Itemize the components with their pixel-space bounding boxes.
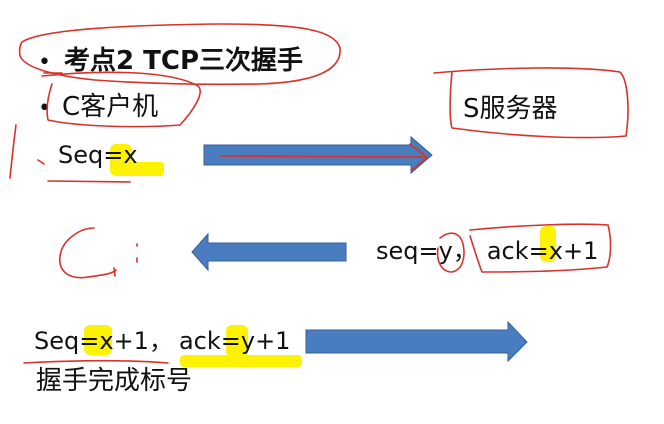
arrow-right-ack-icon	[305, 320, 528, 363]
arrow-right-syn-icon	[203, 135, 433, 175]
step3-ack-var: y	[240, 327, 256, 355]
slide-title: 考点2 TCP三次握手	[64, 46, 304, 76]
seq-underline-mark	[47, 180, 131, 183]
step2-seq-prefix: seq=	[376, 237, 439, 265]
server-label: S服务器	[463, 94, 558, 124]
step3-seq-var: x	[99, 327, 114, 355]
step3-ack-suffix: +1	[255, 327, 291, 355]
step1-prefix: Seq=	[58, 141, 124, 169]
step3-sep: ，	[148, 327, 173, 355]
step2-seq-var: y	[438, 237, 453, 265]
step2-ack-var: x	[548, 237, 563, 265]
step2-sep: ，	[452, 237, 477, 265]
step2-ack-prefix: ack=	[486, 237, 549, 265]
step3-seq-suffix: +1	[113, 327, 149, 355]
left-vertical-mark	[9, 124, 17, 179]
highlight-step3-underline	[180, 355, 302, 367]
highlight-step3-x	[84, 325, 112, 355]
arrow1-trace-mark	[219, 143, 428, 171]
title-bullet: •	[38, 50, 51, 75]
highlight-step3-y	[226, 325, 248, 357]
handshake-complete-label: 握手完成标号	[36, 366, 193, 396]
client-label: C客户机	[62, 92, 159, 122]
client-bullet: •	[38, 96, 51, 121]
step3-ack-prefix: ack=	[178, 327, 241, 355]
step3-underline-mark	[23, 359, 169, 364]
arrow-left-synack-icon	[191, 232, 347, 272]
client-c-mark	[59, 227, 117, 279]
seq-tick-mark	[37, 159, 45, 165]
step3-text: Seq=x+1，ack=y+1	[34, 326, 290, 356]
step1-var: x	[123, 141, 138, 169]
step2-ack-suffix: +1	[562, 237, 599, 265]
step3-seq-prefix: Seq=	[34, 327, 100, 355]
step2-text: seq=y， ack=x+1	[376, 236, 598, 266]
highlight-step1-tail	[118, 162, 164, 176]
step1-seq-text: Seq=x	[58, 140, 138, 170]
